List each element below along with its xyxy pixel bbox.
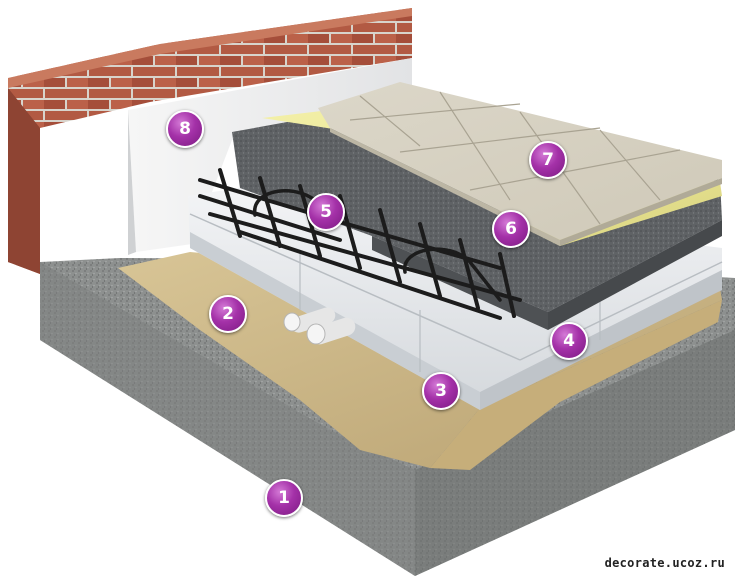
marker-6-label: 6 (505, 219, 517, 239)
marker-6: 6 (492, 210, 530, 248)
watermark-text: decorate.ucoz.ru (604, 556, 725, 570)
pipes (283, 307, 356, 345)
marker-4: 4 (550, 322, 588, 360)
marker-2: 2 (209, 295, 247, 333)
marker-5-label: 5 (320, 202, 332, 222)
marker-2-label: 2 (222, 304, 234, 324)
marker-4-label: 4 (563, 331, 575, 351)
heating-pipe-grid (198, 168, 522, 320)
marker-8-label: 8 (179, 119, 191, 139)
marker-3: 3 (422, 372, 460, 410)
brick-wall (8, 8, 412, 274)
marker-3-label: 3 (435, 381, 447, 401)
marker-5: 5 (307, 193, 345, 231)
marker-7: 7 (529, 141, 567, 179)
marker-7-label: 7 (542, 150, 554, 170)
marker-1: 1 (265, 479, 303, 517)
marker-1-label: 1 (278, 488, 290, 508)
marker-8: 8 (166, 110, 204, 148)
